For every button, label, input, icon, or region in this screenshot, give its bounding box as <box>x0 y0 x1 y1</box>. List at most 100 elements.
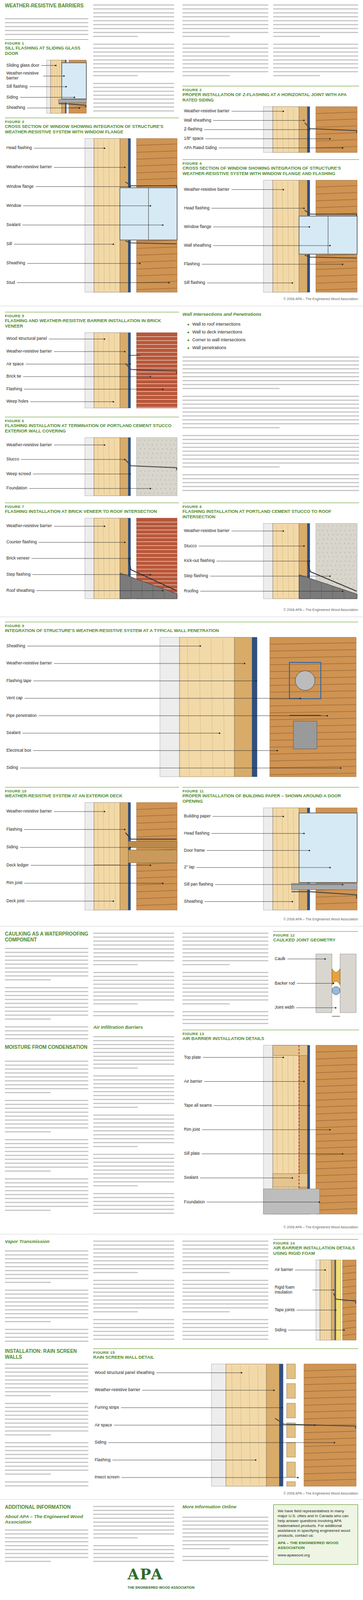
stucco-texture <box>341 534 343 536</box>
body-text-line <box>4 1139 89 1141</box>
body-text-line <box>273 63 359 65</box>
section-heading: WEATHER-RESISTIVE BARRIERS <box>4 2 89 9</box>
leader-line <box>33 750 278 752</box>
leader-line <box>24 388 163 390</box>
body-text-line <box>182 71 269 73</box>
stucco-texture <box>344 552 346 554</box>
body-text-line <box>93 1197 175 1199</box>
body-text-line <box>4 1537 89 1539</box>
shingle-line <box>130 577 132 599</box>
body-text-line <box>4 1206 89 1208</box>
leader-line <box>38 715 328 717</box>
leader-line <box>296 1310 337 1311</box>
body-text-line <box>182 1339 269 1341</box>
bullet <box>187 323 190 326</box>
stucco-texture <box>332 525 334 527</box>
body-text-line <box>182 47 269 49</box>
body-text-line <box>182 944 269 946</box>
air-barrier-line <box>298 1045 300 1190</box>
body-text-line <box>93 1114 175 1116</box>
siding-lap <box>315 1140 358 1142</box>
body-text-line <box>182 478 360 480</box>
callout-label: Siding <box>5 845 19 851</box>
wood-structural-panel <box>119 803 129 911</box>
leader-dot <box>282 188 285 191</box>
body-text-line <box>93 1099 175 1101</box>
figure-panel: FIGURE 5FLASHING AND WEATHER-RESISTIVE B… <box>4 311 180 411</box>
siding-lap <box>269 663 357 666</box>
body-text-line <box>182 1241 269 1243</box>
section-heading: INSTALLATION: RAIN SCREEN WALLS <box>4 1348 89 1361</box>
leader-line <box>212 120 304 121</box>
body-text-line <box>4 1194 89 1196</box>
page-break <box>0 617 363 618</box>
body-text-line <box>4 1529 89 1531</box>
body-text-line <box>182 1517 269 1519</box>
body-text-line <box>182 466 280 468</box>
stucco-texture <box>331 539 333 541</box>
callout-label: Step flashing <box>183 573 209 579</box>
body-text-line <box>93 1162 175 1164</box>
mortar-joint <box>136 541 178 543</box>
body-text-line <box>182 1307 269 1309</box>
body-text-line <box>182 1521 269 1523</box>
callout-label: Window <box>5 203 22 209</box>
callout-label: Sliding glass door <box>5 63 40 69</box>
body-text-line <box>182 356 360 358</box>
stucco-texture <box>345 534 347 536</box>
stucco-texture <box>143 444 145 446</box>
wood-stud <box>179 637 235 778</box>
body-text-line <box>4 18 89 20</box>
siding-lap <box>269 643 357 645</box>
siding-lap <box>304 1397 357 1400</box>
siding-lap <box>315 1181 358 1184</box>
body-text-line <box>4 1147 89 1149</box>
stucco-texture <box>144 448 146 450</box>
leader-dot <box>103 338 106 340</box>
body-text-line <box>182 450 360 452</box>
siding-lap <box>342 1272 357 1275</box>
body-text-line <box>4 987 89 989</box>
mortar-joint <box>136 340 178 341</box>
sill-pan-flashing <box>291 891 357 900</box>
stucco-texture <box>161 462 163 464</box>
stucco-texture <box>165 453 167 455</box>
furring-strip <box>286 1462 296 1478</box>
section-heading: ADDITIONAL INFORMATION <box>4 1504 89 1511</box>
head-flashing <box>125 181 177 188</box>
leader-dot <box>335 1007 337 1010</box>
stucco-texture <box>326 543 328 545</box>
body-text-line <box>4 1450 89 1452</box>
stucco-texture <box>344 561 346 563</box>
body-text-line <box>4 1333 89 1335</box>
flashing <box>125 460 177 471</box>
body-text-line <box>93 1130 175 1132</box>
body-text-line <box>273 35 320 37</box>
body-text-line <box>4 1387 89 1389</box>
furring-strip <box>286 1443 296 1458</box>
stucco-texture <box>156 453 158 455</box>
siding-lap <box>304 1459 357 1461</box>
callout-label: Wall sheathing <box>183 118 212 124</box>
leader-line <box>231 189 284 190</box>
body-text-line <box>4 1481 89 1483</box>
body-text-line <box>4 1434 52 1436</box>
siding-lap <box>136 157 178 160</box>
stucco-texture <box>354 525 356 527</box>
callout-label: Air barrier <box>274 1268 294 1273</box>
body-text-line <box>93 1087 175 1089</box>
leader-line <box>200 1178 293 1179</box>
wood-grain <box>103 334 105 407</box>
leader-line <box>36 590 163 592</box>
siding-lap <box>269 773 357 776</box>
leader-line <box>32 473 130 475</box>
body-text-line <box>182 1280 269 1282</box>
body-text-line <box>93 980 175 982</box>
leader-dot <box>332 1289 335 1292</box>
body-text-line <box>182 43 269 45</box>
siding-lap <box>315 146 358 149</box>
stucco-texture <box>336 539 338 541</box>
shingle-line <box>332 586 334 599</box>
siding-lap <box>136 144 178 146</box>
body-text-line <box>93 1193 175 1195</box>
